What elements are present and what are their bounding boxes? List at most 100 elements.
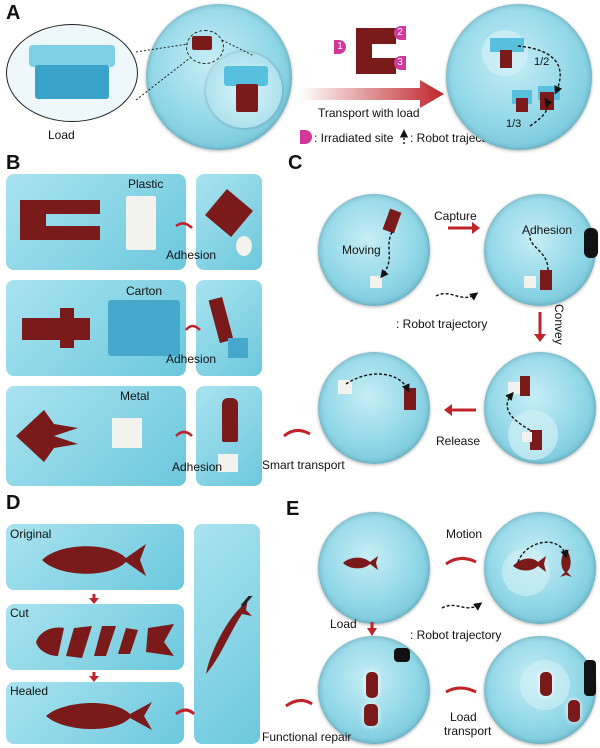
b-row1-arrow	[175, 222, 193, 229]
d-fish-cut	[36, 624, 174, 658]
robot-small-a1	[192, 36, 212, 50]
b-metal-label: Metal	[120, 389, 150, 403]
d-fish-original	[42, 544, 146, 576]
c2-robot	[540, 270, 552, 290]
a-zoom-line-3	[221, 39, 255, 57]
b-row2-side-load	[228, 338, 248, 358]
frac-third: 1/3	[506, 118, 522, 130]
a-zoom-line-1	[135, 43, 189, 53]
a-zoom-line-2	[135, 57, 191, 101]
panel-b-letter: B	[6, 152, 21, 174]
e2-traj	[517, 541, 569, 563]
c2-load	[524, 276, 536, 288]
b-metal-block	[112, 418, 142, 448]
e2-fish-1	[513, 556, 546, 572]
zoom-load	[224, 66, 268, 86]
a2-load-1	[490, 38, 524, 52]
load-label: Load	[48, 128, 75, 142]
a2-robot-1	[500, 50, 512, 68]
e3-tweezer	[394, 648, 410, 662]
e-load-arrowhead	[367, 628, 377, 636]
site-2: 2	[394, 26, 406, 40]
c2-traj	[529, 233, 549, 271]
b-row3-robot	[14, 406, 80, 466]
b-row1-adhesion: Adhesion	[166, 248, 217, 262]
d-arrowhead-1	[89, 598, 99, 604]
e4-robot-1	[540, 672, 552, 696]
c4-load-2	[522, 432, 532, 442]
b-carton-block	[108, 300, 180, 356]
e-motion: Motion	[446, 527, 483, 541]
c-capture-arrowhead	[472, 222, 480, 234]
e-motion-arrow	[445, 557, 477, 566]
c2-tweezer	[584, 228, 598, 258]
b-plastic-label: Plastic	[128, 177, 164, 191]
d-original-label: Original	[10, 527, 52, 541]
b-carton-label: Carton	[126, 284, 163, 298]
e-load: Load	[330, 617, 357, 631]
c3-robot	[404, 388, 416, 410]
c-legend-traj: : Robot trajectory	[396, 317, 488, 331]
b-row3-arrow	[175, 430, 193, 437]
transport-label: Transport with load	[318, 106, 420, 120]
site-3: 3	[394, 56, 406, 70]
d-fish-healed	[46, 702, 152, 730]
e2-highlight	[502, 548, 550, 596]
e-transport-arrow	[445, 686, 477, 694]
c-release-arrowhead	[444, 404, 452, 416]
c4-robot-2	[530, 430, 542, 450]
e-legend-traj: : Robot trajectory	[410, 628, 502, 642]
c4-robot-1	[520, 376, 530, 396]
c3-traj	[345, 373, 410, 393]
panel-c-letter: C	[288, 152, 303, 174]
d-side-arrow	[175, 708, 196, 716]
a2-robot-3	[516, 98, 528, 112]
d-fish-lifted	[206, 596, 253, 674]
e4-robot-2	[568, 700, 580, 722]
c-smart-arrow	[283, 429, 311, 438]
c-convey-arrowhead	[534, 334, 546, 342]
d-healed-label: Healed	[10, 684, 49, 698]
panel-d-letter: D	[6, 492, 21, 514]
robot-diagram	[346, 28, 404, 74]
c-legend-traj-icon	[435, 292, 479, 301]
e1-fish	[343, 556, 378, 570]
c-moving: Moving	[342, 243, 381, 257]
panel-a-letter: A	[6, 2, 21, 24]
e-load-transport-2: transport	[444, 724, 492, 738]
legend-site-label: : Irradiated site	[314, 131, 394, 145]
frac-half: 1/2	[534, 56, 550, 68]
b-row2-robot-bar	[60, 308, 74, 348]
a-transport-arrow	[300, 80, 444, 108]
panel-e-letter: E	[286, 498, 300, 520]
b-row3-adhesion: Adhesion	[172, 460, 223, 474]
b-row2-adhesion: Adhesion	[166, 352, 217, 366]
e-load-transport-1: Load	[450, 710, 477, 724]
e-functional-arrow	[285, 699, 313, 708]
zoom-circle	[186, 30, 224, 64]
e4-tweezer	[584, 660, 596, 696]
load-body	[35, 65, 109, 99]
c4-traj	[505, 391, 531, 431]
dish-a2	[446, 4, 592, 150]
e-functional-repair: Functional repair	[262, 730, 352, 744]
b-row2-arrow	[185, 324, 201, 331]
legend-site-icon	[300, 130, 312, 144]
dish-e1	[318, 512, 430, 624]
b-row3-side-load	[218, 454, 238, 472]
load-inset	[6, 24, 138, 122]
e-legend-traj-icon	[441, 602, 483, 611]
a2-traj-1	[517, 45, 563, 95]
d-arrowhead-2	[89, 676, 99, 682]
b-row3-side-robot	[222, 398, 238, 442]
e3-robot-2	[364, 704, 378, 726]
c4-load	[508, 382, 520, 394]
c1-traj	[380, 231, 393, 279]
a2-traj-2	[529, 97, 553, 127]
b-row1-robot	[20, 200, 102, 240]
c-release: Release	[436, 434, 481, 448]
b-row1-side-load	[236, 236, 252, 256]
zoom-robot	[236, 84, 258, 112]
e3-robot-1	[366, 672, 378, 698]
